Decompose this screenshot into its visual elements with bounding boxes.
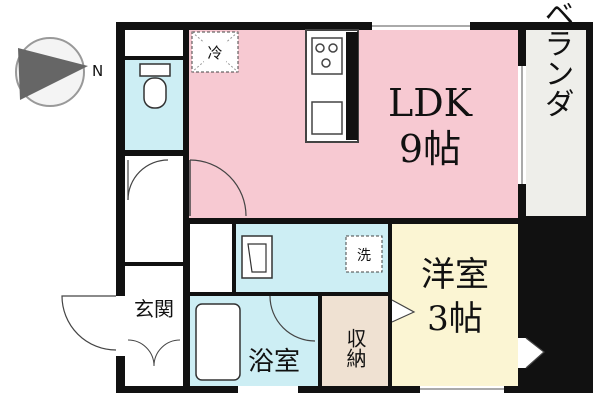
wall-toilet-top [116, 56, 188, 60]
wall-bath-top [186, 292, 392, 296]
ldk-size: 9帖 [399, 127, 461, 171]
closet-small [190, 224, 232, 292]
entrance-room [125, 266, 183, 386]
kitchen-counter [305, 29, 359, 143]
closet-door [127, 159, 180, 250]
balcony-name: ベランダ [539, 0, 574, 118]
entrance-inner-door [127, 339, 181, 367]
western-door [391, 299, 416, 323]
entrance-door [61, 295, 125, 356]
washbasin-icon [241, 235, 273, 279]
fridge-label: 冷 [207, 44, 222, 62]
wall-west [183, 22, 189, 266]
ldk-name: LDK [388, 81, 473, 125]
hall-top [125, 30, 183, 56]
compass-north-label: N [92, 62, 103, 80]
window-bath [238, 386, 298, 393]
wall-western-west [388, 218, 392, 393]
wall-storage-west [318, 292, 322, 393]
balcony-room [526, 30, 586, 216]
compass: N [15, 37, 103, 107]
east-door [518, 337, 545, 369]
western-room [392, 224, 518, 386]
wall-closet-east [232, 224, 236, 296]
window-balcony [518, 66, 526, 184]
compass-needle-icon [18, 48, 88, 100]
window-western [420, 386, 504, 393]
western-name: 洋室 [421, 255, 489, 295]
wall-toilet-bottom [116, 150, 188, 156]
washer-space: 洗 [345, 235, 383, 273]
fridge-space: 冷 [191, 31, 239, 73]
toilet-icon [139, 63, 171, 109]
storage-room [322, 296, 388, 386]
bath-name: 浴室 [248, 347, 300, 377]
washer-label: 洗 [357, 248, 371, 264]
western-size: 3帖 [427, 299, 483, 339]
entrance-name: 玄関 [134, 297, 174, 321]
bath-door [269, 295, 316, 342]
wall-ldk-bottom [183, 218, 526, 224]
storage-name: 収納 [343, 328, 367, 368]
stove-icon [311, 37, 343, 75]
window-ldk-top [372, 22, 470, 30]
wall-east-lower [518, 218, 526, 393]
wall-entrance-top [116, 262, 190, 266]
bathtub-icon [195, 303, 241, 381]
wall-entrance-east [186, 218, 190, 393]
ldk-door [189, 159, 247, 217]
sink-icon [311, 101, 343, 135]
